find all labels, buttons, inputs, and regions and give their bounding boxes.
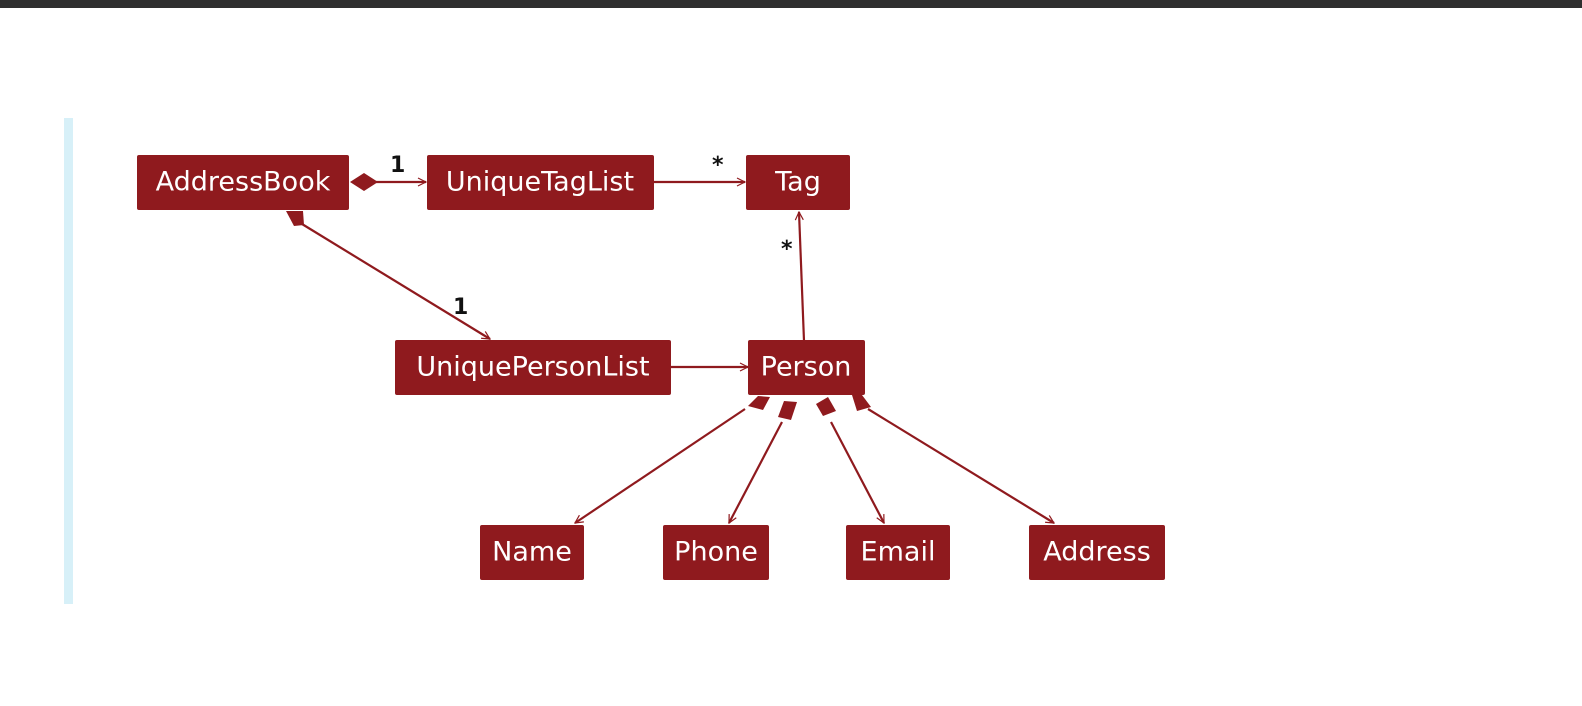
multiplicity-uniquetaglist-tag: * [712, 153, 724, 178]
node-label: Phone [674, 537, 758, 568]
node-label: Tag [774, 167, 821, 198]
edge-person-email [816, 397, 885, 523]
node-label: UniqueTagList [446, 167, 634, 198]
composition-diamond-icon [816, 397, 836, 416]
node-phone: Phone [663, 525, 769, 580]
edge-person-address [852, 395, 1054, 524]
composition-diamond-icon [748, 396, 770, 410]
node-uniquetaglist: UniqueTagList [427, 155, 654, 210]
composition-diamond-icon [778, 401, 797, 420]
node-name: Name [480, 525, 584, 580]
node-label: Address [1043, 537, 1151, 568]
multiplicity-person-tag: * [781, 237, 793, 262]
composition-diamond-icon [350, 173, 378, 191]
edge-addressbook-uniquepersonlist [286, 211, 490, 340]
edge-person-name [575, 396, 770, 524]
node-person: Person [748, 340, 865, 395]
multiplicity-addressbook-uniquepersonlist: 1 [453, 295, 468, 320]
top-bar [0, 0, 1582, 8]
node-email: Email [846, 525, 950, 580]
edge-person-tag [799, 212, 806, 342]
node-address: Address [1029, 525, 1165, 580]
node-tag: Tag [746, 155, 850, 210]
blockquote-bar [64, 118, 73, 604]
node-label: Name [492, 537, 572, 568]
edge-addressbook-uniquetaglist [350, 173, 426, 191]
composition-diamond-icon [852, 395, 871, 411]
node-label: Person [761, 352, 852, 383]
composition-diamond-icon [286, 211, 304, 226]
node-addressbook: AddressBook [137, 155, 349, 210]
multiplicity-addressbook-uniquetaglist: 1 [390, 153, 405, 178]
node-label: AddressBook [156, 167, 331, 198]
node-label: UniquePersonList [416, 352, 649, 383]
edge-person-phone [728, 401, 797, 523]
node-label: Email [861, 537, 936, 568]
node-uniquepersonlist: UniquePersonList [395, 340, 671, 395]
